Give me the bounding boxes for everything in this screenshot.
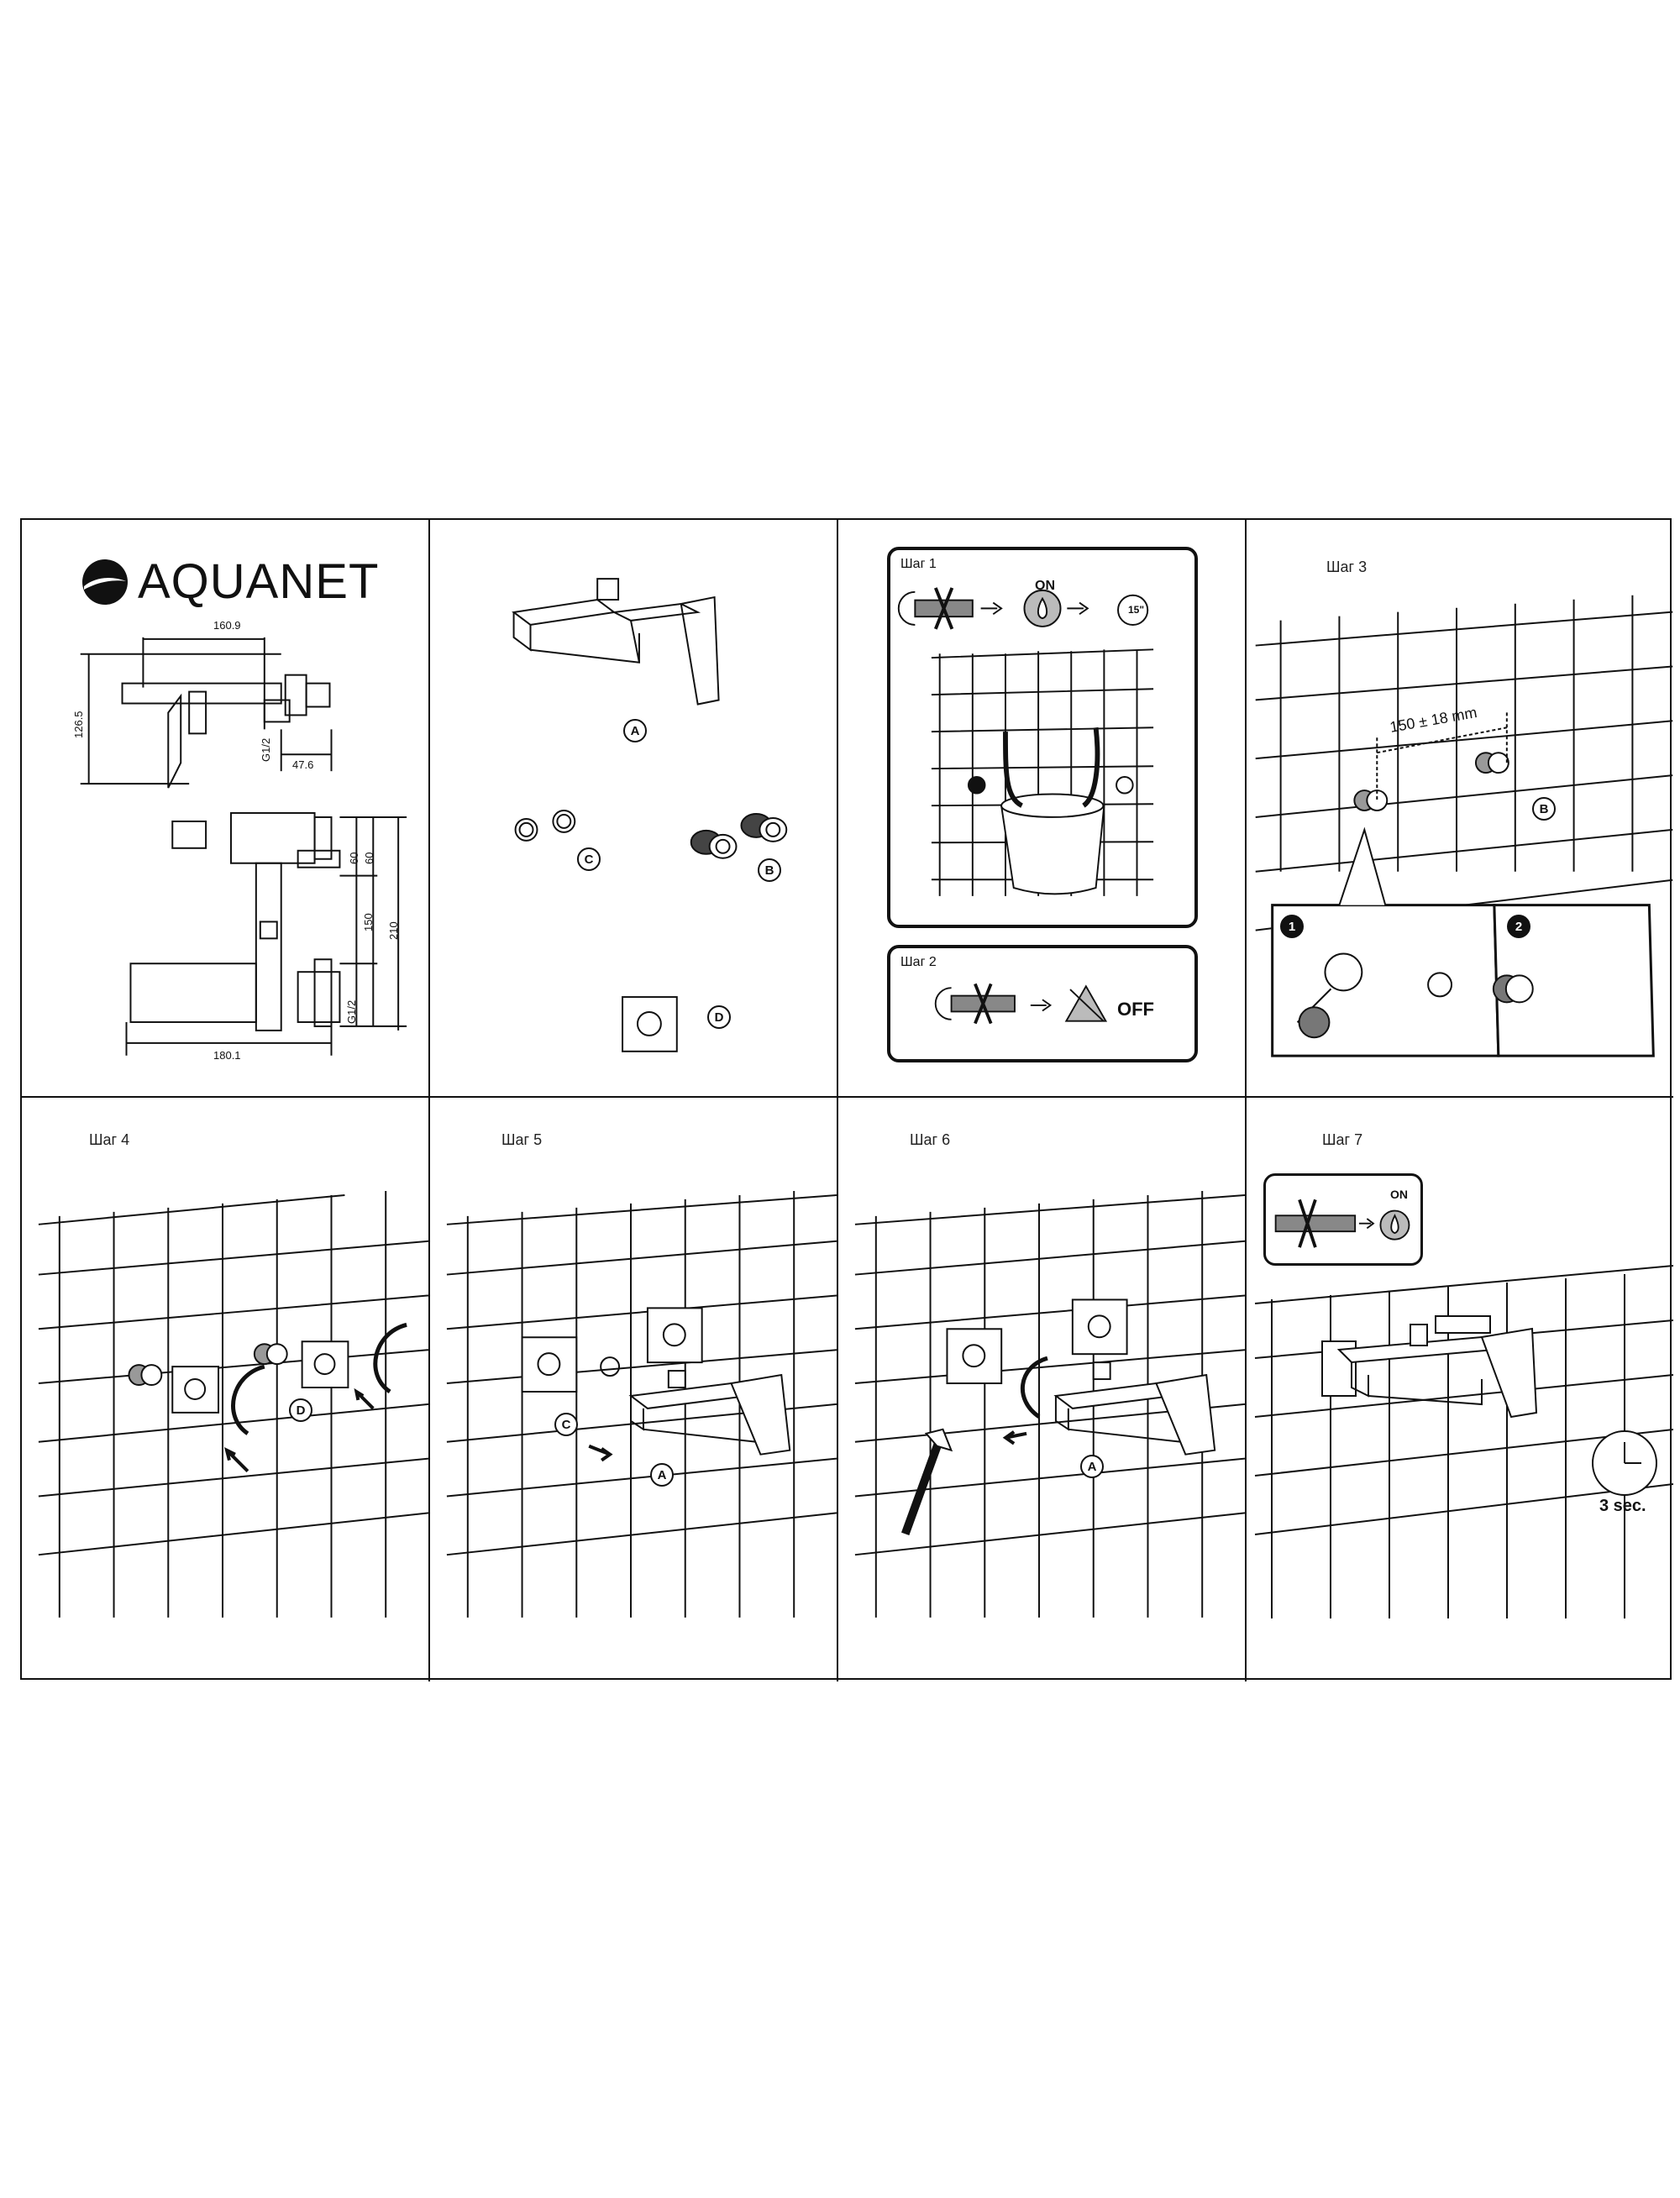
- step3-part-b: B: [1532, 797, 1556, 821]
- part-label-a: A: [623, 719, 647, 742]
- step7-label: Шаг 7: [1322, 1131, 1363, 1148]
- step1-box: Шаг 1: [887, 547, 1198, 928]
- step7-callout-drawing: [1274, 1199, 1410, 1248]
- step5-drawing: [446, 1190, 837, 1618]
- step4-label: Шаг 4: [89, 1131, 130, 1148]
- part-label-d: D: [707, 1005, 731, 1029]
- panel-steps-1-2: Шаг 1: [838, 520, 1247, 1098]
- panel-step-7: Шаг 7 ON: [1247, 1098, 1673, 1681]
- dim-thread-top: G1/2: [260, 737, 272, 762]
- step7-on-text: ON: [1390, 1188, 1408, 1201]
- brand-name: AQUANET: [138, 554, 380, 609]
- step3-drawing: [1255, 595, 1673, 1057]
- step1-drawing: [897, 587, 1154, 896]
- parts-drawing: [512, 578, 788, 1052]
- step2-off-text: OFF: [1117, 999, 1154, 1020]
- step1-time-text: 15": [1128, 604, 1145, 616]
- dim-offset-mid: 60: [363, 852, 375, 864]
- step6-drawing: [854, 1190, 1245, 1618]
- step7-callout: ON: [1263, 1173, 1423, 1266]
- step6-label: Шаг 6: [910, 1131, 951, 1148]
- step5-part-a: A: [650, 1463, 674, 1487]
- panel-step-6: Шаг 6 A: [838, 1098, 1247, 1681]
- step3-label: Шаг 3: [1326, 559, 1368, 575]
- step7-drawing: [1254, 1265, 1673, 1618]
- panel-technical-drawing: AQUANET: [22, 520, 430, 1098]
- step3-sub-2: 2: [1507, 915, 1530, 938]
- step5-part-c: C: [554, 1413, 578, 1436]
- dim-total-height: 210: [387, 921, 400, 940]
- step4-drawing: [38, 1190, 428, 1618]
- step2-label: Шаг 2: [900, 955, 937, 969]
- step7-time-text: 3 sec.: [1599, 1497, 1646, 1515]
- aquanet-logo-icon: [82, 559, 128, 605]
- step1-on-text: ON: [1035, 579, 1055, 593]
- part-label-b: B: [758, 858, 781, 882]
- step3-sub-1: 1: [1280, 915, 1304, 938]
- dim-spacing: 150: [362, 913, 375, 931]
- brand-logo: AQUANET: [81, 553, 379, 610]
- dim-offset-top: 60: [348, 852, 360, 864]
- step2-drawing: [934, 983, 1108, 1025]
- dim-thread-bottom: G1/2: [345, 999, 358, 1024]
- instruction-sheet: AQUANET: [20, 518, 1673, 1681]
- dim-height: 126.5: [72, 711, 85, 738]
- step1-label: Шаг 1: [900, 557, 937, 571]
- dim-top-width: 160.9: [213, 619, 241, 632]
- step4-part-d: D: [289, 1398, 312, 1422]
- dim-bottom-width: 180.1: [213, 1049, 241, 1062]
- panel-parts: A C B D: [430, 520, 838, 1098]
- panel-step-5: Шаг 5 C A: [430, 1098, 838, 1681]
- panel-step-4: Шаг 4 D: [22, 1098, 430, 1681]
- dim-depth: 47.6: [292, 758, 314, 771]
- step2-box: Шаг 2 OFF: [887, 945, 1198, 1062]
- dimension-drawing: [80, 637, 407, 1056]
- panel-step-3: Шаг 3 150: [1247, 520, 1673, 1098]
- step5-label: Шаг 5: [501, 1131, 543, 1148]
- step6-part-a: A: [1080, 1455, 1104, 1478]
- part-label-c: C: [577, 847, 601, 871]
